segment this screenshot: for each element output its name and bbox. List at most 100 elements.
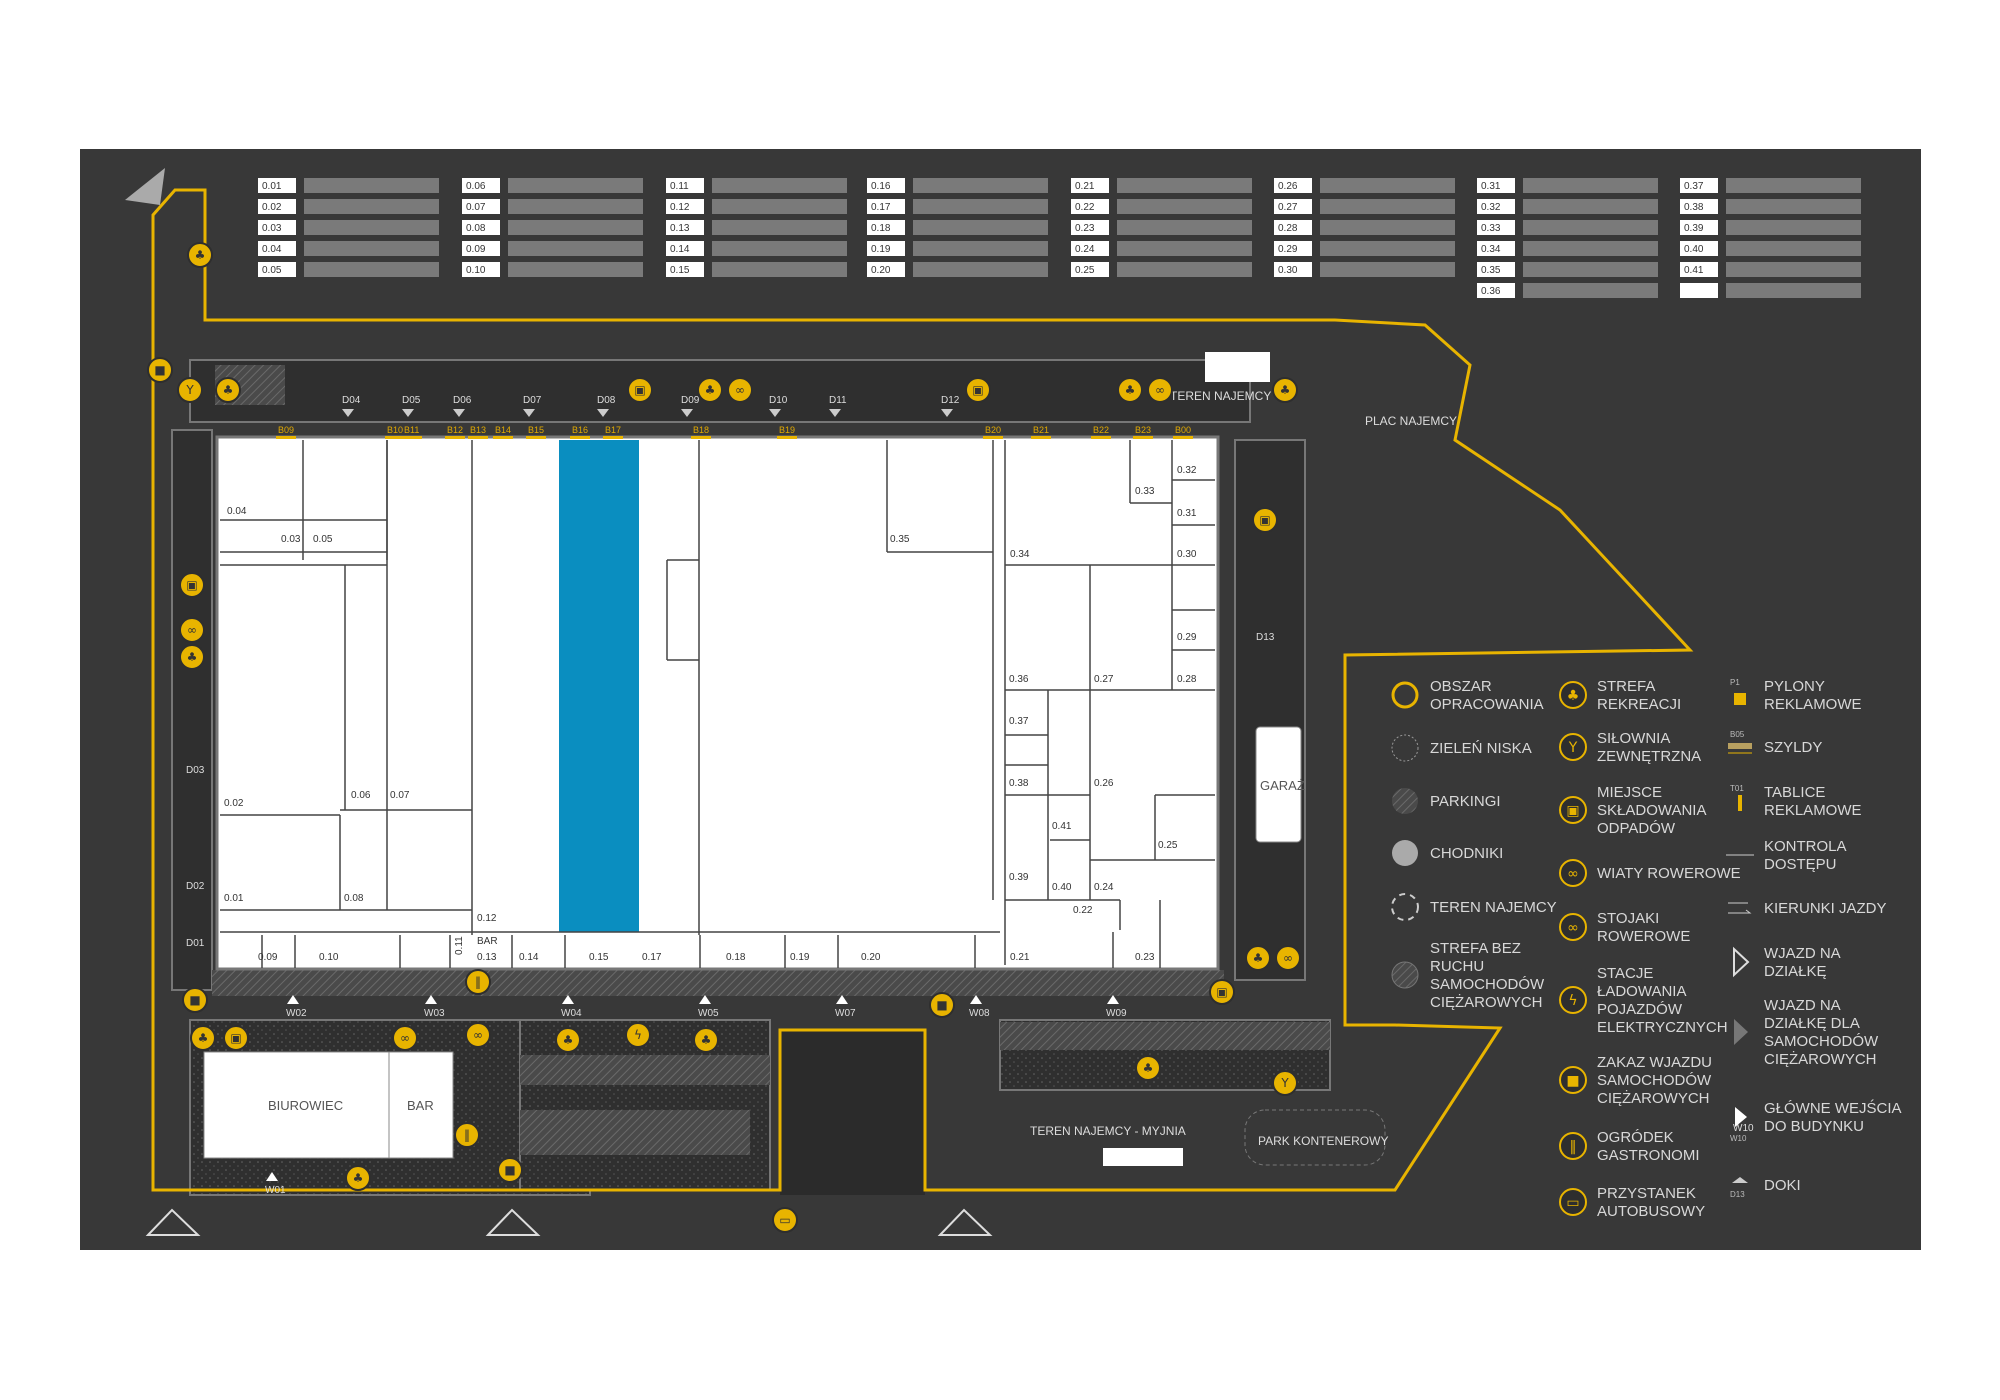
tenant-table-row[interactable]: 0.10 — [462, 262, 643, 277]
tenant-table-row[interactable]: 0.31 — [1477, 178, 1658, 193]
bus-stop-icon[interactable]: ▭ — [772, 1207, 798, 1233]
tenant-table-row[interactable] — [1680, 283, 1861, 298]
no-trucks-icon[interactable]: ■ — [147, 357, 173, 383]
unit-label: 0.21 — [1010, 952, 1030, 963]
tenant-table-row[interactable]: 0.29 — [1274, 241, 1455, 256]
unit-id-box — [1274, 178, 1312, 193]
dock-label: D08 — [597, 395, 616, 406]
tenant-table-row[interactable]: 0.16 — [867, 178, 1048, 193]
no-trucks-icon[interactable]: ■ — [497, 1157, 523, 1183]
billboard-icon — [1738, 795, 1742, 811]
recreation-icon[interactable]: ♣ — [179, 644, 205, 670]
recreation-icon[interactable]: ♣ — [345, 1165, 371, 1191]
tenant-table-row[interactable]: 0.24 — [1071, 241, 1252, 256]
tenant-table-row[interactable]: 0.25 — [1071, 262, 1252, 277]
waste-icon[interactable]: ▣ — [627, 377, 653, 403]
recreation-icon[interactable]: ♣ — [1135, 1055, 1161, 1081]
tenant-table-row[interactable]: 0.17 — [867, 199, 1048, 214]
tenant-table-row[interactable]: 0.38 — [1680, 199, 1861, 214]
outdoor-gym-icon[interactable]: Y — [1272, 1070, 1298, 1096]
tenant-table-row[interactable]: 0.21 — [1071, 178, 1252, 193]
no-trucks-icon[interactable]: ■ — [929, 992, 955, 1018]
bike-shelter-icon[interactable]: ∞ — [1147, 377, 1173, 403]
tenant-table-row[interactable]: 0.12 — [666, 199, 847, 214]
tenant-table-row[interactable]: 0.22 — [1071, 199, 1252, 214]
tenant-name-bar — [1117, 220, 1252, 235]
waste-icon[interactable]: ▣ — [965, 377, 991, 403]
recreation-icon[interactable]: ♣ — [1245, 945, 1271, 971]
recreation-icon[interactable]: ♣ — [697, 377, 723, 403]
tenant-table-row[interactable]: 0.26 — [1274, 178, 1455, 193]
restaurant-garden-icon[interactable]: ‖ — [454, 1122, 480, 1148]
tenant-table-row[interactable]: 0.03 — [258, 220, 439, 235]
tenant-table-row[interactable]: 0.33 — [1477, 220, 1658, 235]
unit-id-box — [1680, 262, 1718, 277]
tenant-table-row[interactable]: 0.35 — [1477, 262, 1658, 277]
tenant-table-row[interactable]: 0.11 — [666, 178, 847, 193]
signboard-label: B22 — [1093, 425, 1109, 435]
no-trucks-icon[interactable]: ■ — [182, 987, 208, 1013]
unit-label: 0.12 — [477, 913, 497, 924]
bar-building[interactable] — [388, 1051, 454, 1159]
tenant-table-row[interactable]: 0.40 — [1680, 241, 1861, 256]
recreation-icon[interactable]: ♣ — [555, 1027, 581, 1053]
restaurant-garden-icon[interactable]: ‖ — [465, 969, 491, 995]
tenant-table-row[interactable]: 0.30 — [1274, 262, 1455, 277]
tenant-table-row[interactable]: 0.06 — [462, 178, 643, 193]
tenant-table-row[interactable]: 0.02 — [258, 199, 439, 214]
waste-icon[interactable]: ▣ — [179, 572, 205, 598]
signboard-icon — [1173, 436, 1193, 439]
highlighted-unit[interactable] — [559, 440, 639, 932]
tenant-table-row[interactable]: 0.32 — [1477, 199, 1658, 214]
tenant-name-bar — [712, 178, 847, 193]
tenant-table-row[interactable]: 0.01 — [258, 178, 439, 193]
recreation-icon[interactable]: ♣ — [693, 1027, 719, 1053]
recreation-icon[interactable]: ♣ — [1272, 377, 1298, 403]
tenant-table-row[interactable]: 0.08 — [462, 220, 643, 235]
tenant-table-row[interactable]: 0.07 — [462, 199, 643, 214]
unit-label: 0.14 — [519, 952, 539, 963]
tenant-table-row[interactable]: 0.05 — [258, 262, 439, 277]
bike-shelter-icon[interactable]: ∞ — [392, 1025, 418, 1051]
tenant-table-row[interactable]: 0.39 — [1680, 220, 1861, 235]
bike-shelter-icon[interactable]: ∞ — [727, 377, 753, 403]
tenant-table-row[interactable]: 0.09 — [462, 241, 643, 256]
recreation-icon[interactable]: ♣ — [187, 242, 213, 268]
garage-building[interactable] — [1255, 726, 1302, 843]
recreation-icon[interactable]: ♣ — [190, 1025, 216, 1051]
tenant-table-row[interactable]: 0.19 — [867, 241, 1048, 256]
tenant-table-row[interactable]: 0.15 — [666, 262, 847, 277]
tenant-table-row[interactable]: 0.14 — [666, 241, 847, 256]
unit-id-box — [867, 241, 905, 256]
recreation-icon[interactable]: ♣ — [1117, 377, 1143, 403]
tenant-table-row[interactable]: 0.20 — [867, 262, 1048, 277]
tenant-table-row[interactable]: 0.37 — [1680, 178, 1861, 193]
bike-shelter-icon[interactable]: ∞ — [465, 1022, 491, 1048]
tenant-table-row[interactable]: 0.23 — [1071, 220, 1252, 235]
tenant-table-row[interactable]: 0.41 — [1680, 262, 1861, 277]
waste-icon[interactable]: ▣ — [1252, 507, 1278, 533]
bike-shelter-icon[interactable]: ∞ — [1275, 945, 1301, 971]
dock-icon — [769, 409, 781, 417]
svg-text:ϟ: ϟ — [634, 1028, 642, 1042]
outdoor-gym-icon[interactable]: Y — [177, 377, 203, 403]
waste-icon[interactable]: ▣ — [223, 1025, 249, 1051]
bike-shelter-icon[interactable]: ∞ — [179, 617, 205, 643]
main-entrance-icon — [1735, 1107, 1747, 1127]
waste-icon[interactable]: ▣ — [1209, 979, 1235, 1005]
ev-charging-icon[interactable]: ϟ — [625, 1022, 651, 1048]
recreation-icon[interactable]: ♣ — [215, 377, 241, 403]
tenant-name-bar — [913, 241, 1048, 256]
unit-label: 0.29 — [1177, 632, 1197, 643]
tenant-table-row[interactable]: 0.36 — [1477, 283, 1658, 298]
tenant-table-row[interactable]: 0.18 — [867, 220, 1048, 235]
tenant-table-row[interactable]: 0.28 — [1274, 220, 1455, 235]
tenant-table-row[interactable]: 0.04 — [258, 241, 439, 256]
tenant-table-row[interactable]: 0.27 — [1274, 199, 1455, 214]
signboard-icon — [468, 436, 488, 439]
tenant-table-row[interactable]: 0.34 — [1477, 241, 1658, 256]
tenant-table-row[interactable]: 0.13 — [666, 220, 847, 235]
unit-id: 0.27 — [1278, 202, 1298, 213]
